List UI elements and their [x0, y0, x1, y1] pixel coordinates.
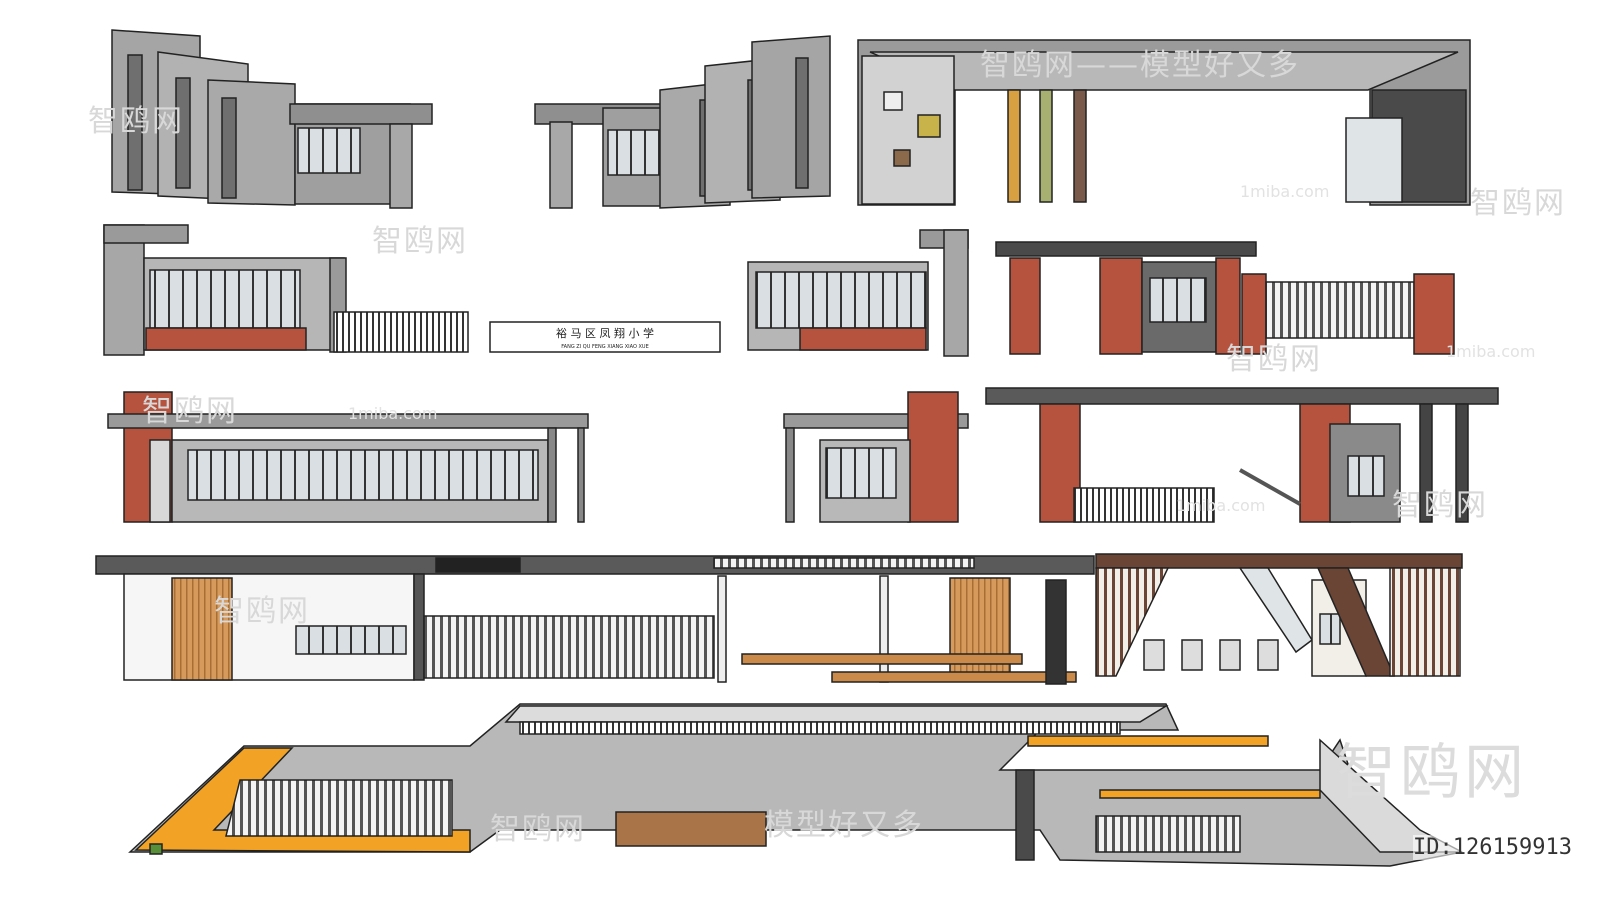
gate-model-brick-pillars: [995, 241, 1455, 355]
school-sign: 裕 马 区 凤 翔 小 学 FANG ZI QU FENG XIANG XIAO…: [489, 321, 721, 353]
gate-model-portal-frame: [857, 39, 1471, 206]
sign-title: 裕 马 区 凤 翔 小 学: [556, 326, 654, 340]
gate-model-concrete-right: [534, 35, 831, 209]
gate-model-brown-frame: [1095, 553, 1463, 677]
sign-subtitle: FANG ZI QU FENG XIANG XIAO XUE: [561, 344, 648, 350]
gate-model-guardhouse-fence: [103, 224, 469, 356]
gate-model-guardhouse-right: [747, 229, 969, 357]
gate-model-orange-trim: [128, 703, 1463, 867]
gate-model-short-brick: [783, 391, 969, 523]
gate-model-canopy-barrier: [985, 387, 1499, 523]
gate-model-modern-wood: [95, 555, 1095, 685]
image-id-label: ID:126159913: [1413, 835, 1572, 860]
gate-model-long-brick: [107, 391, 589, 523]
gate-model-concrete-left: [111, 29, 433, 209]
